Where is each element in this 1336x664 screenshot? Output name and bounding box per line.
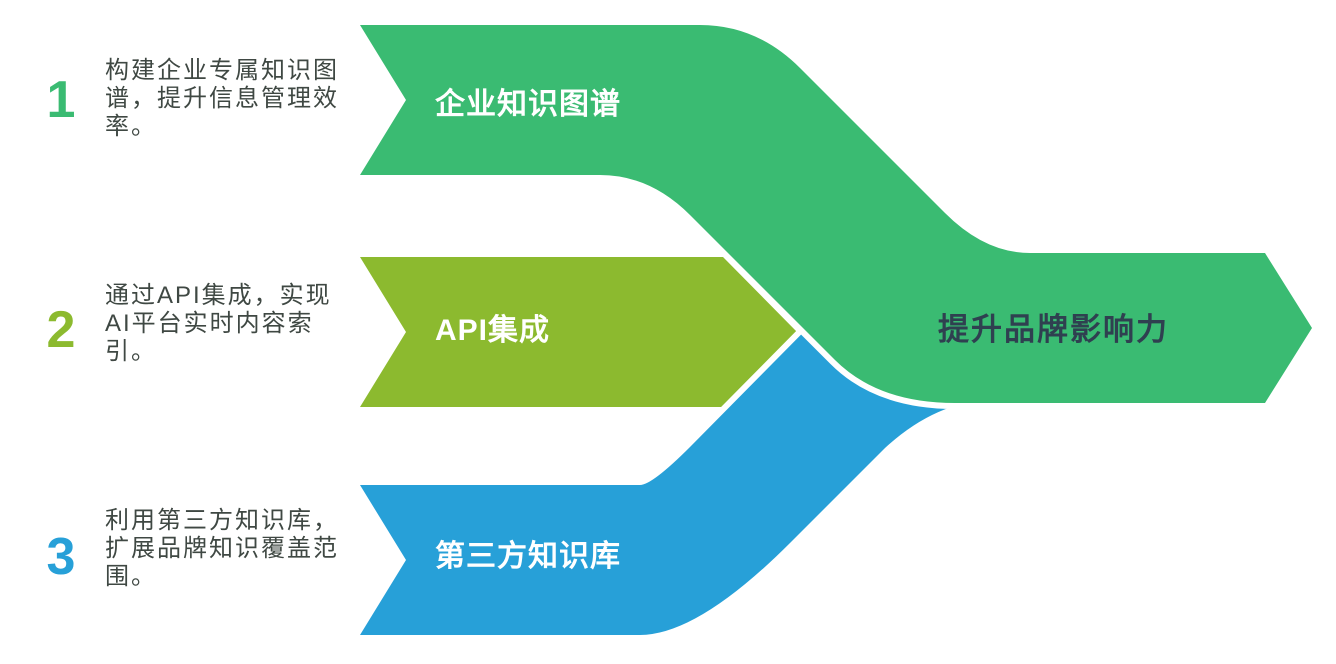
step-description-2: 通过API集成，实现 AI平台实时内容索 引。	[105, 282, 375, 366]
arrow-label-third-party: 第三方知识库	[435, 540, 621, 573]
step-description-1-line1: 构建企业专属知识图	[105, 57, 339, 84]
step-description-1-line3: 率。	[105, 113, 157, 140]
result-arrow-label: 提升品牌影响力	[938, 312, 1169, 347]
step-description-3: 利用第三方知识库， 扩展品牌知识覆盖范 围。	[105, 507, 375, 591]
knowledge-graph-ribbon	[349, 19, 1320, 409]
step-description-3-line2: 扩展品牌知识覆盖范	[105, 535, 339, 562]
step-description-2-line2: AI平台实时内容索	[105, 310, 314, 337]
step-number-1: 1	[46, 71, 76, 129]
step-description-2-line1: 通过API集成，实现	[105, 282, 332, 309]
step-number-3: 3	[46, 528, 76, 586]
step-description-2-line3: 引。	[105, 338, 157, 365]
api-ribbon	[351, 252, 805, 412]
arrow-label-api: API集成	[435, 314, 551, 347]
step-description-3-line3: 围。	[105, 563, 157, 590]
step-description-1: 构建企业专属知识图 谱，提升信息管理效 率。	[105, 57, 375, 141]
step-description-3-line1: 利用第三方知识库，	[105, 507, 339, 534]
arrow-label-knowledge-graph: 企业知识图谱	[435, 88, 621, 121]
step-number-2: 2	[46, 301, 76, 359]
step-description-1-line2: 谱，提升信息管理效	[105, 85, 339, 112]
